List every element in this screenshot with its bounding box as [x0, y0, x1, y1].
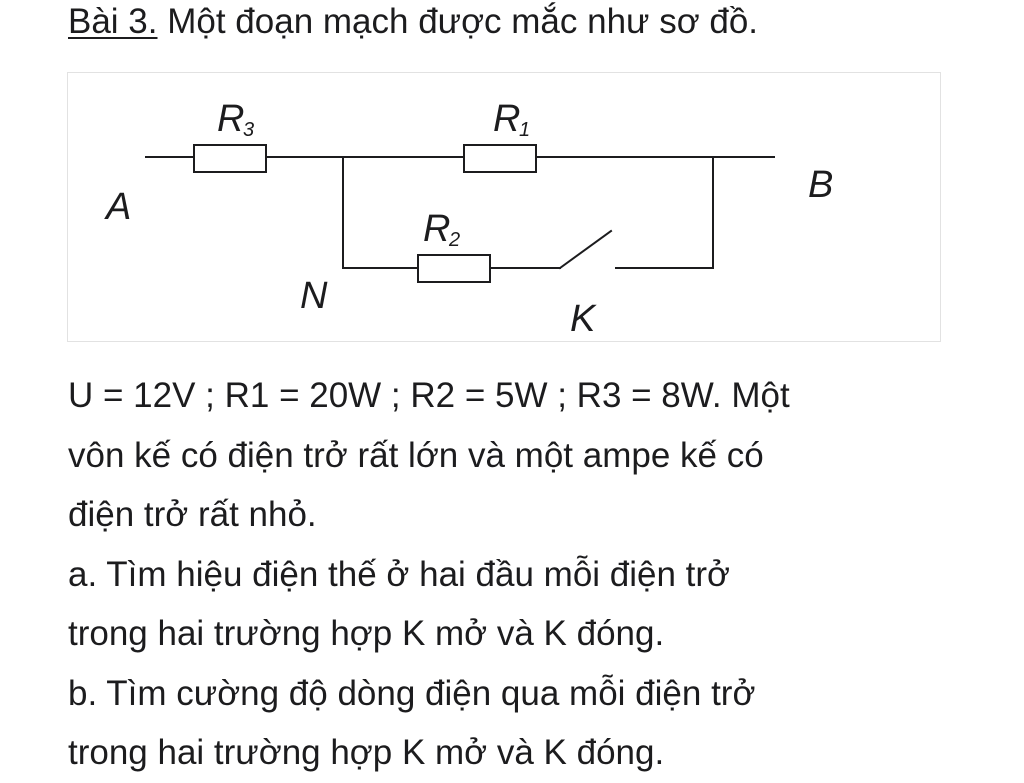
body-line-3: điện trở rất nhỏ. [68, 495, 317, 534]
problem-body: U = 12V ; R1 = 20W ; R2 = 5W ; R3 = 8W. … [68, 366, 968, 783]
resistor-r3 [193, 144, 267, 173]
label-b: B [808, 164, 833, 206]
label-k: K [570, 298, 597, 340]
resistor-r2 [417, 254, 491, 283]
label-r2-sub: 2 [448, 229, 460, 251]
label-r3: R [217, 98, 244, 140]
body-line-1: U = 12V ; R1 = 20W ; R2 = 5W ; R3 = 8W. … [68, 376, 790, 415]
switch-k [558, 229, 613, 270]
label-r1-sub: 1 [519, 119, 530, 141]
problem-title: Một đoạn mạch được mắc như sơ đồ. [167, 2, 759, 41]
resistor-r1 [463, 144, 537, 173]
body-line-2: vôn kế có điện trở rất lớn và một ampe k… [68, 435, 764, 475]
label-n: N [300, 275, 328, 317]
question-a-line-2: trong hai trường hợp K mở và K đóng. [68, 614, 665, 653]
question-b-line-1: b. Tìm cường độ dòng điện qua mỗi điện t… [68, 673, 756, 713]
question-a-line-1: a. Tìm hiệu điện thế ở hai đầu mỗi điện … [68, 554, 731, 594]
circuit-diagram: R 3 R 1 R 2 A B N K [67, 72, 941, 342]
problem-number: Bài 3. [68, 2, 158, 41]
label-r2: R [423, 208, 450, 250]
label-r3-sub: 3 [243, 119, 254, 141]
label-a: A [104, 186, 131, 228]
label-r1: R [493, 98, 520, 140]
problem-heading: Bài 3. Một đoạn mạch được mắc như sơ đồ. [68, 2, 758, 42]
question-b-line-2: trong hai trường hợp K mở và K đóng. [68, 733, 665, 772]
circuit-svg: R 3 R 1 R 2 A B N K [104, 98, 833, 340]
